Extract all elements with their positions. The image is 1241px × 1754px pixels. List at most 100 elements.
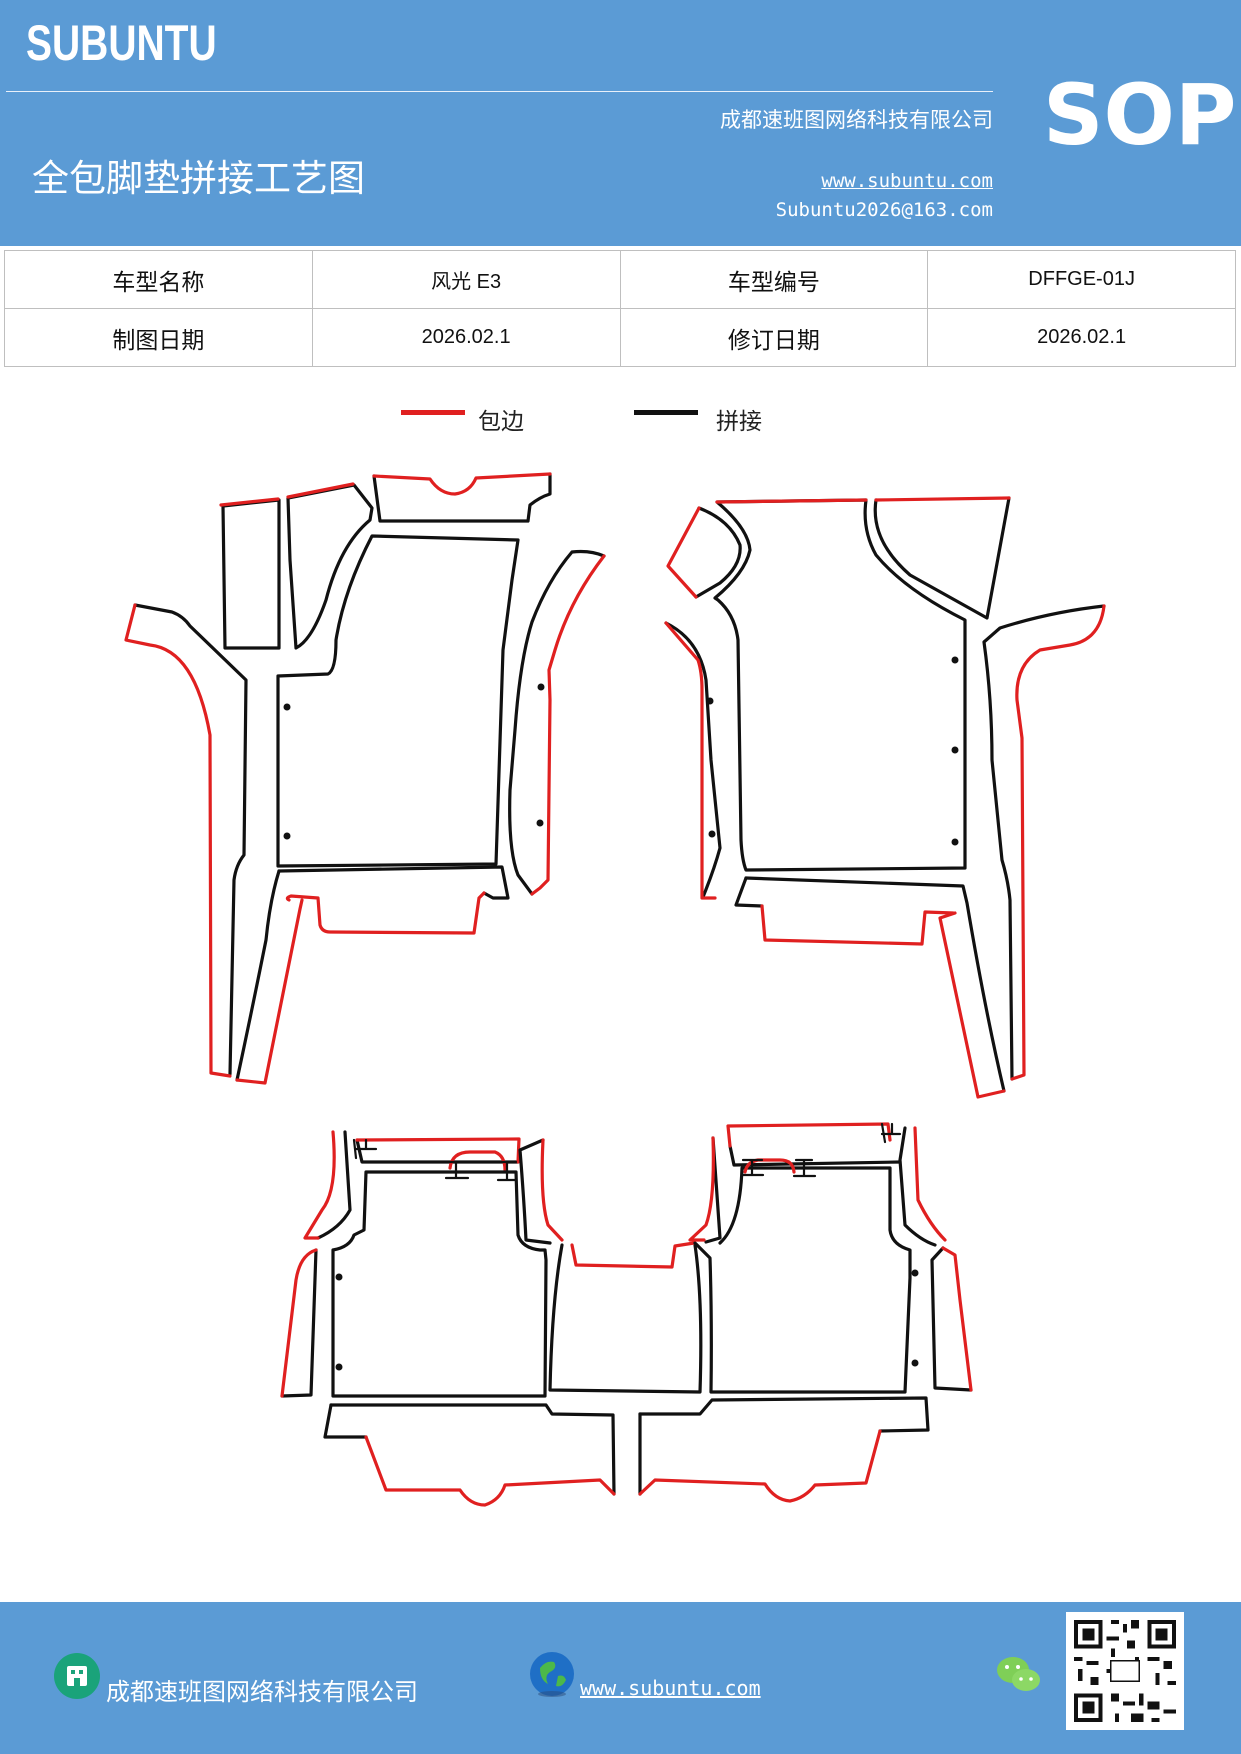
mat-piece [277,865,510,900]
mat-piece [518,1138,552,1245]
mat-piece [638,1429,882,1503]
mat-dot [536,819,544,827]
revise-date-value: 2026.02.1 [927,308,1236,367]
model-name-value: 风光 E3 [311,250,621,309]
mat-dot [537,683,545,691]
mat-piece [982,604,1106,1081]
mat-piece [941,1246,973,1392]
mat-dot [708,830,716,838]
mat-dot [911,1269,919,1277]
mat-piece [694,506,742,599]
mat-piece [873,496,1011,620]
mat-piece [744,876,1006,1093]
mat-piece [323,1403,368,1439]
mat-dot [951,656,959,664]
mat-piece [364,1435,616,1507]
mat-piece [124,603,232,1078]
mat-piece [530,554,606,896]
mat-piece [329,1403,616,1496]
mat-piece [280,1248,318,1398]
mat-piece [286,483,374,650]
mat-piece [713,498,967,872]
mat-piece [760,904,955,946]
mat-piece [638,1396,930,1433]
mat-dot [283,832,291,840]
page-title: 全包脚垫拼接工艺图 [32,157,365,200]
mat-piece [938,911,1006,1099]
mat-piece [913,1126,947,1242]
mat-dot [951,838,959,846]
legend-edge-label: 包边 [478,409,524,435]
mat-piece [303,1130,336,1240]
building-icon [53,1652,101,1704]
mat-piece [734,876,764,908]
mat-dot [335,1363,343,1371]
legend-edge-swatch [401,410,465,415]
mat-piece [372,472,552,496]
mat-piece [316,1130,352,1240]
table-row: 车型名称 风光 E3 车型编号 DFFGE-01J [4,250,1236,309]
company-name: 成都速班图网络科技有限公司 [720,108,993,132]
brand-logo: SUBUNTU [26,15,217,71]
mat-piece [1010,604,1106,1081]
website-link[interactable]: www.subuntu.com [821,170,993,192]
mat-piece [726,1122,892,1148]
mat-piece [570,1241,696,1269]
mat-piece [664,621,717,900]
mat-piece [930,1246,973,1392]
info-table: 车型名称 风光 E3 车型编号 DFFGE-01J 制图日期 2026.02.1… [4,250,1236,367]
mat-piece [372,472,552,523]
mat-piece [704,1136,722,1244]
mat-piece [508,549,606,896]
qr-code[interactable] [1066,1612,1184,1730]
mat-piece [219,497,280,507]
footer-website-link[interactable]: www.subuntu.com [580,1676,761,1700]
mat-dot [283,703,291,711]
mat-piece [898,1126,937,1247]
mat-piece [548,1243,703,1394]
mat-piece [285,891,486,935]
footer-company: 成都速班图网络科技有限公司 [106,1678,418,1706]
direction-marks [352,1122,902,1182]
mat-piece [666,506,701,599]
mat-piece [693,1166,912,1394]
table-row: 制图日期 2026.02.1 修订日期 2026.02.1 [4,308,1236,367]
mat-piece [664,621,722,899]
mat-dot [706,697,714,705]
floor-mat-diagram [124,472,1106,1507]
front-right-mat [664,496,1106,1099]
globe-icon [528,1650,576,1702]
draw-date-value: 2026.02.1 [311,308,621,367]
mat-piece [276,534,520,868]
header-divider [6,91,993,92]
mat-dot [911,1359,919,1367]
mat-piece [280,1248,318,1398]
sop-badge: SOP [1043,66,1237,164]
legend-seam-swatch [634,410,698,415]
mat-piece [355,1137,521,1164]
header-banner: SUBUNTU 成都速班图网络科技有限公司 全包脚垫拼接工艺图 www.subu… [0,0,1241,246]
legend-seam-label: 拼接 [716,409,762,435]
mat-piece [540,1138,564,1242]
mat-piece [221,498,281,650]
mat-piece [743,1158,796,1174]
mat-piece [874,496,1011,502]
front-left-mat [124,472,606,1085]
email-text: Subuntu2026@163.com [775,199,993,221]
footer-banner: 成都速班图网络科技有限公司 www.subuntu.com [0,1602,1241,1754]
mat-piece [331,1170,548,1398]
mat-piece [688,1136,715,1242]
mat-piece [235,898,304,1085]
rear-mat [280,1122,973,1507]
model-name-label: 车型名称 [4,250,313,309]
mat-piece [715,498,868,504]
revise-date-label: 修订日期 [619,308,929,367]
mat-piece [728,1144,902,1167]
mat-piece [235,869,281,1082]
mat-dot [335,1273,343,1281]
mat-piece [286,482,355,499]
model-code-label: 车型编号 [619,250,929,309]
draw-date-label: 制图日期 [4,308,313,367]
wechat-icon[interactable] [996,1654,1042,1700]
mat-dot [951,746,959,754]
